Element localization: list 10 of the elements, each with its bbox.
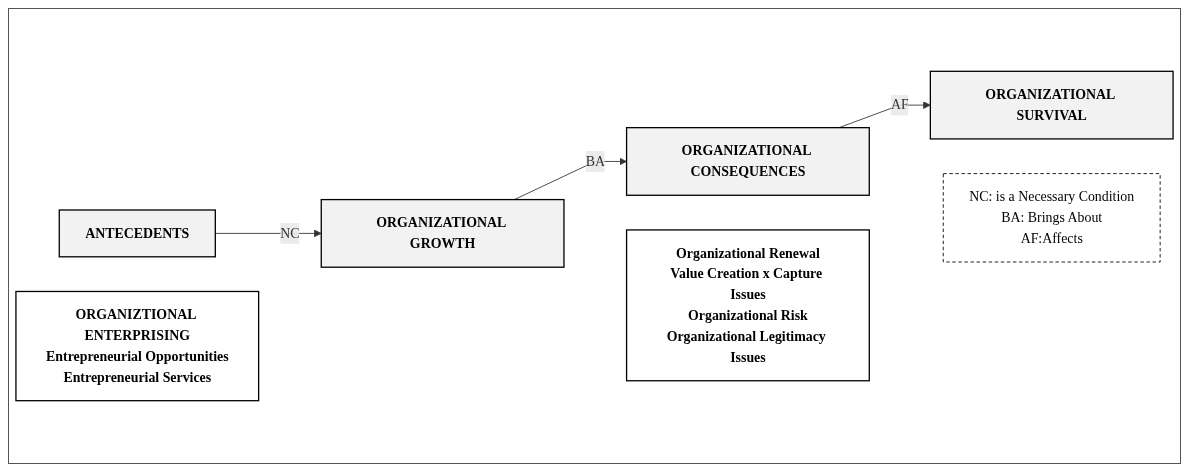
node-box: NC: is a Necessary Condition BA: Brings About AF:Affects [942, 173, 1161, 263]
node-box: ANTECEDENTS [58, 209, 216, 258]
node-box: Organizational Renewal Value Creation x Capture Issues Organizational Risk Organizational Legitimacy Issues [625, 229, 870, 382]
edge-label: NC [280, 225, 300, 241]
node-box: ORGANIZATIONAL GROWTH [320, 198, 565, 268]
node-box: ORGANIZTIONAL ENTERPRISING Entrepreneurial Opportunities Entrepreneurial Services [15, 290, 260, 402]
node-box: ORGANIZATIONAL SURVIVAL [929, 70, 1174, 140]
edge-label: BA [585, 153, 605, 169]
node-box: ORGANIZATIONAL CONSEQUENCES [625, 127, 870, 196]
edge-label: AF [890, 97, 909, 113]
